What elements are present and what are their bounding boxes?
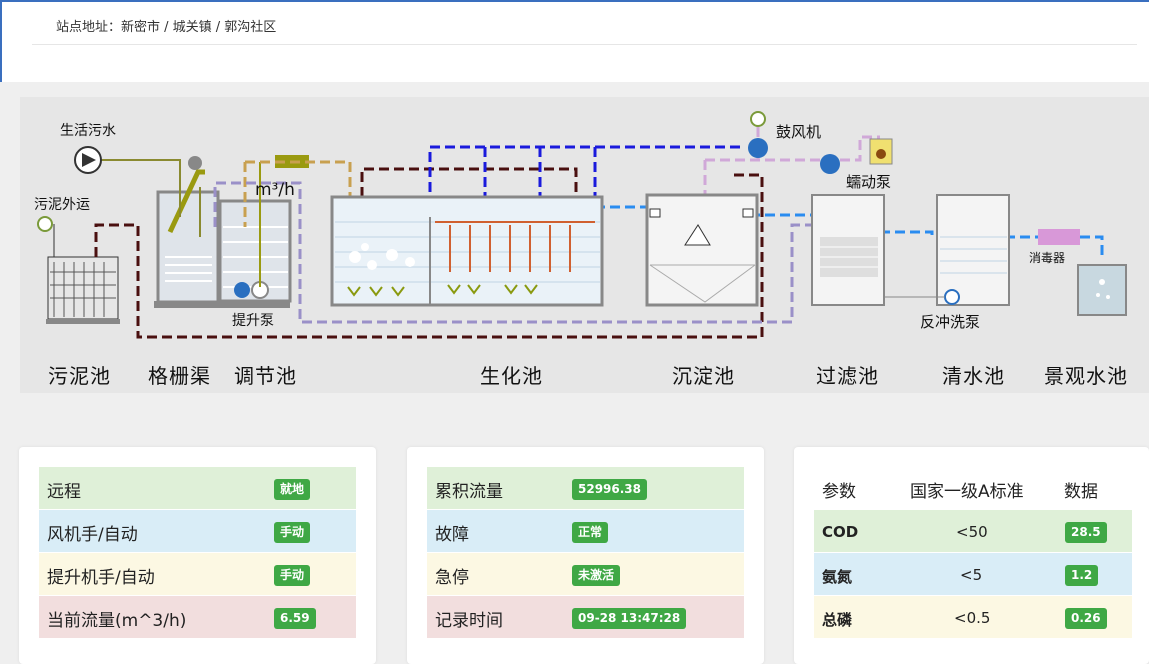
status-row: 故障 正常	[427, 510, 744, 552]
pool-label-filter: 过滤池	[816, 364, 879, 388]
standard-cell: <50	[956, 523, 988, 541]
disinfector-icon	[1038, 229, 1080, 245]
status-row: 记录时间 09-28 13:47:28	[427, 596, 744, 638]
flow-status-card: 累积流量 52996.38 故障 正常 急停 未激活 记录时间 09-28 13…	[407, 447, 764, 664]
table-row: 氨氮 <5 1.2	[814, 553, 1132, 595]
status-row: 急停 未激活	[427, 553, 744, 595]
header-frame: 站点地址：新密市 / 城关镇 / 郭沟社区	[0, 0, 1149, 82]
control-status-card: 远程 就地 风机手/自动 手动 提升机手/自动 手动 当前流量(m^3/h) 6…	[19, 447, 376, 664]
label-disinfector: 消毒器	[1029, 251, 1066, 265]
status-badge: 正常	[572, 522, 609, 543]
label-peristaltic-pump: 蠕动泵	[846, 173, 892, 191]
site-address: 站点地址：新密市 / 城关镇 / 郭沟社区	[56, 20, 277, 35]
data-badge: 28.5	[1065, 522, 1107, 543]
param-cell: COD	[822, 523, 859, 541]
param-cell: 总磷	[822, 611, 853, 629]
status-label: 急停	[435, 568, 469, 588]
pool-label-landscape: 景观水池	[1044, 364, 1128, 388]
pool-label-regulating: 调节池	[234, 364, 297, 388]
clear-water-pool-tank	[885, 194, 1010, 306]
table-row: 总磷 <0.5 0.26	[814, 596, 1132, 638]
status-badge: 未激活	[572, 565, 621, 586]
table-row: COD <50 28.5	[814, 510, 1132, 552]
pool-label-bio: 生化池	[480, 364, 543, 388]
status-row: 提升机手/自动 手动	[39, 553, 356, 595]
table-header-standard: 国家一级A标准	[910, 482, 1024, 502]
status-badge: 就地	[274, 479, 311, 500]
standard-cell: <0.5	[954, 609, 991, 627]
status-row: 累积流量 52996.38	[427, 467, 744, 509]
water-quality-card: 参数 国家一级A标准 数据 COD <50 28.5 氨氮 <5 1.2 总磷 …	[794, 447, 1149, 664]
data-badge: 1.2	[1065, 565, 1099, 586]
divider	[32, 44, 1137, 45]
pool-label-clear-water: 清水池	[942, 364, 1005, 388]
pool-label-settling: 沉淀池	[672, 364, 735, 388]
status-label: 故障	[435, 525, 469, 545]
pool-label-sludge: 污泥池	[48, 364, 111, 388]
status-label: 当前流量(m^3/h)	[47, 611, 187, 631]
sludge-pool-tank	[37, 216, 120, 324]
label-sewage: 生活污水	[60, 123, 116, 139]
settling-pool-tank	[645, 193, 759, 307]
status-badge: 手动	[274, 522, 311, 543]
status-label: 记录时间	[435, 611, 503, 631]
status-label: 远程	[47, 482, 81, 502]
bio-pool-tank	[330, 195, 604, 307]
label-sludge-out: 污泥外运	[34, 197, 90, 213]
peristaltic-pump-icon	[820, 154, 840, 174]
pool-label-grille: 格栅渠	[148, 364, 211, 388]
status-row: 远程 就地	[39, 467, 356, 509]
landscape-pool-tank	[1077, 264, 1127, 316]
status-label: 累积流量	[435, 482, 503, 502]
label-flow-unit: m³/h	[255, 180, 295, 200]
status-row: 风机手/自动 手动	[39, 510, 356, 552]
status-label: 提升机手/自动	[47, 568, 155, 588]
status-badge: 6.59	[274, 608, 316, 629]
status-badge: 52996.38	[572, 479, 648, 500]
table-header-data: 数据	[1064, 482, 1098, 502]
process-diagram: 生活污水 污泥外运 m³/h 提升泵 鼓风机 蠕动泵 消毒器 反冲洗泵 污泥池 …	[20, 97, 1149, 393]
status-badge: 手动	[274, 565, 311, 586]
param-cell: 氨氮	[822, 568, 853, 586]
process-diagram-svg	[37, 111, 1127, 339]
blower-icon	[748, 138, 768, 158]
status-label: 风机手/自动	[47, 525, 138, 545]
lift-pump-icon	[234, 282, 250, 298]
label-blower: 鼓风机	[776, 123, 822, 141]
label-backwash-pump: 反冲洗泵	[920, 313, 981, 331]
status-badge: 09-28 13:47:28	[572, 608, 687, 629]
gauge-icon	[750, 111, 766, 127]
table-header-param: 参数	[822, 482, 856, 502]
filter-pool-tank	[811, 194, 885, 306]
label-lift-pump: 提升泵	[232, 313, 274, 329]
standard-cell: <5	[960, 566, 983, 584]
data-badge: 0.26	[1065, 608, 1107, 629]
status-row: 当前流量(m^3/h) 6.59	[39, 596, 356, 638]
